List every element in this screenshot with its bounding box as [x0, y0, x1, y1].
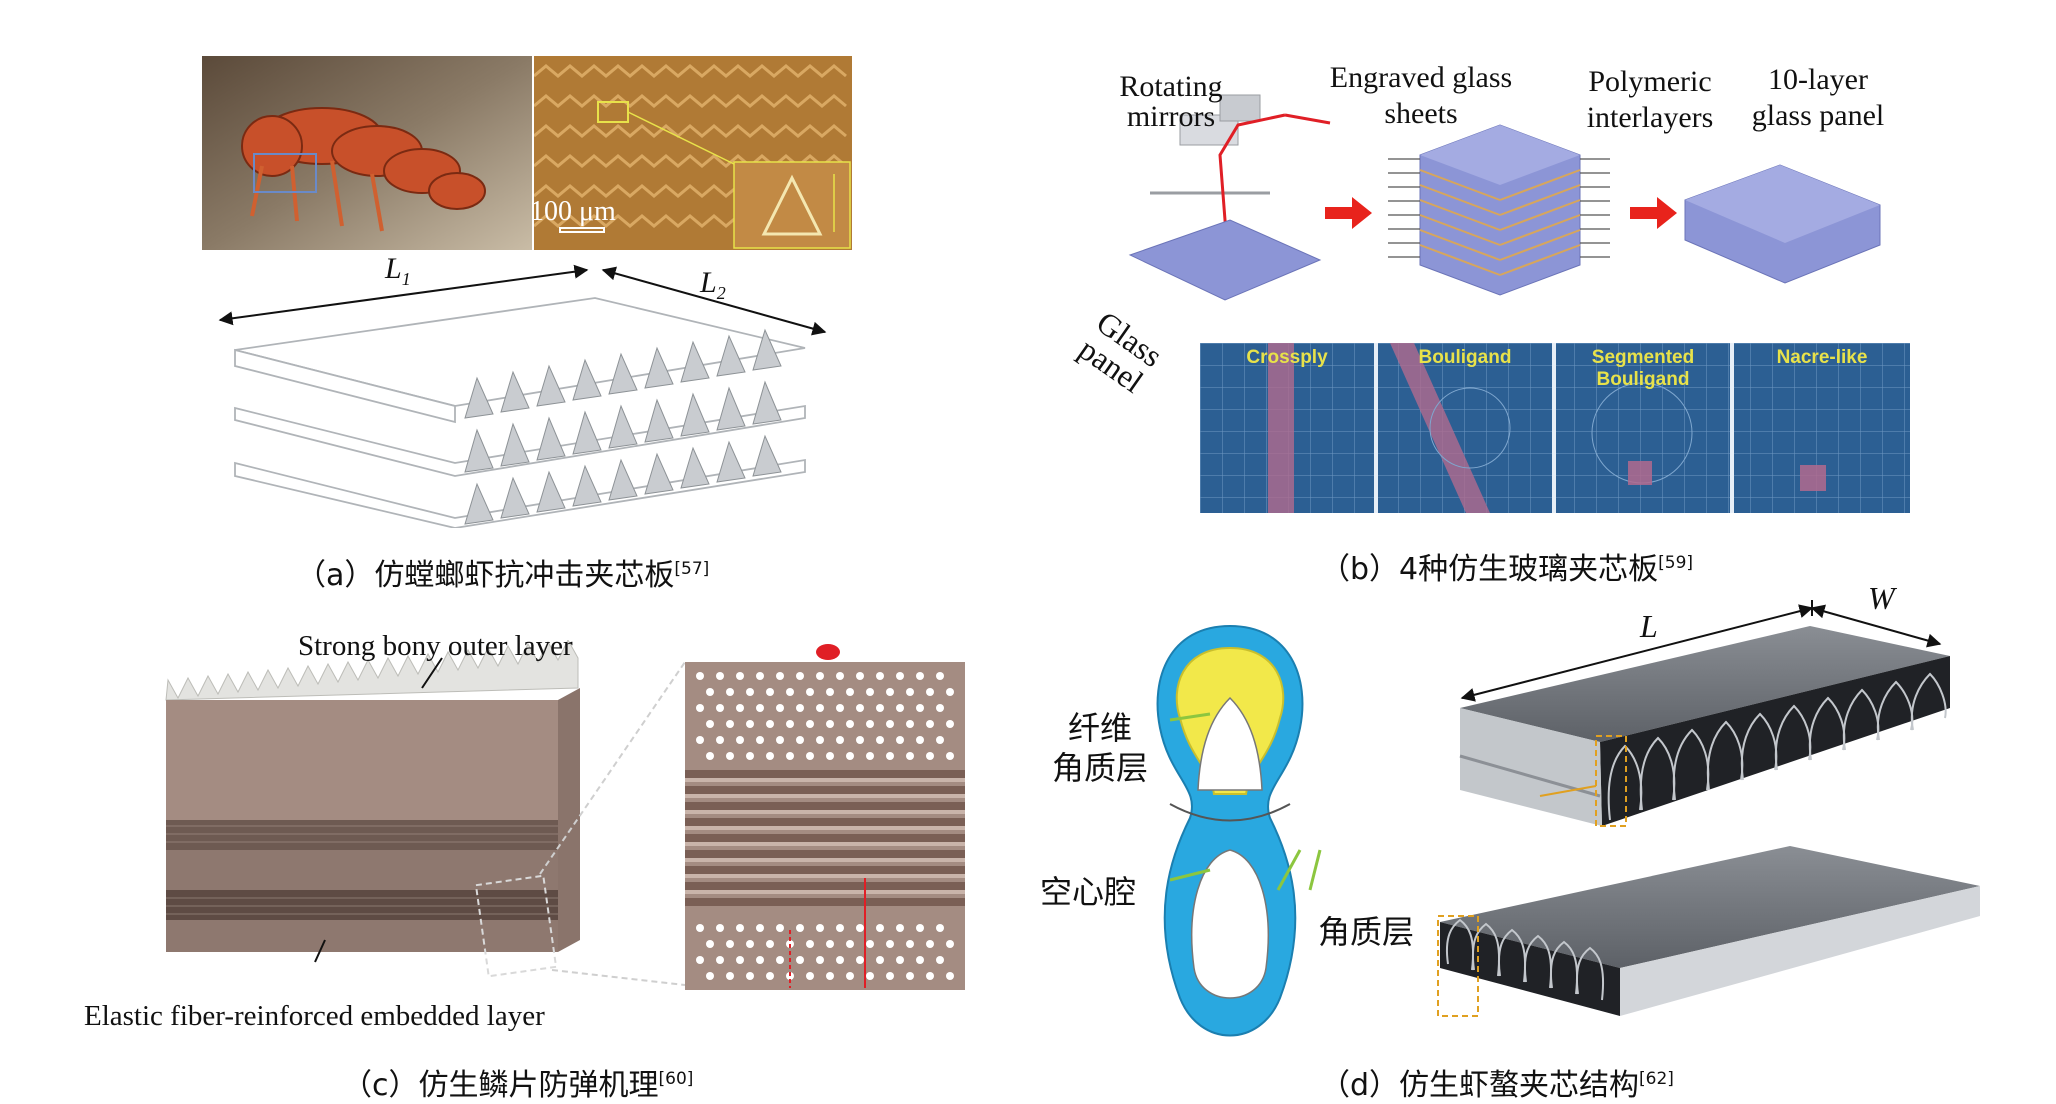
pattern-label-segmented-bouligand: Segmented Bouligand: [1591, 347, 1695, 390]
elastic-fiber-layer-label: Elastic fiber-reinforced embedded layer: [84, 1000, 545, 1032]
dimension-l-label: L: [1640, 608, 1658, 644]
bioinspired-scale-drawing: [165, 640, 965, 990]
caption-d: （d）仿生虾螯夹芯结构[62]: [1320, 1068, 1674, 1103]
pattern-label-nacre-like: Nacre-like: [1776, 347, 1868, 368]
fiber-keratin-layer-label: 纤维角质层: [1052, 709, 1149, 787]
strong-bony-outer-layer-label: Strong bony outer layer: [298, 630, 573, 662]
claw-sandwich-structures: [1437, 600, 1980, 1017]
sandwich-panel-drawing: [218, 264, 827, 528]
dimension-w-label: W: [1868, 580, 1895, 616]
claw-leader-lines: [1169, 712, 1322, 891]
dimension-l1-label: L1: [385, 252, 411, 289]
pattern-label-bouligand: Bouligand: [1418, 347, 1512, 368]
pattern-tiles: Crossply Bouligand Segmented Bouligand N…: [1200, 343, 1910, 513]
dimension-l2-label: L2: [700, 266, 726, 303]
hollow-cavity-label: 空心腔: [1040, 873, 1137, 911]
glass-panel-process-drawing: [1128, 94, 1881, 301]
micrograph-image: [534, 56, 852, 250]
caption-c: （c）仿生鳞片防弹机理[60]: [342, 1068, 694, 1103]
caption-a: （a）仿螳螂虾抗冲击夹芯板[57]: [296, 558, 710, 593]
pattern-label-crossply: Crossply: [1246, 347, 1328, 368]
keratin-layer-label: 角质层: [1318, 913, 1415, 951]
claw-cross-section-drawing: [1156, 624, 1304, 1037]
pattern-grid: [1200, 343, 1910, 513]
mantis-shrimp-photo: [202, 56, 532, 250]
scale-bar-label: 100 μm: [530, 196, 616, 227]
caption-b: （b）4种仿生玻璃夹芯板[59]: [1320, 552, 1694, 587]
